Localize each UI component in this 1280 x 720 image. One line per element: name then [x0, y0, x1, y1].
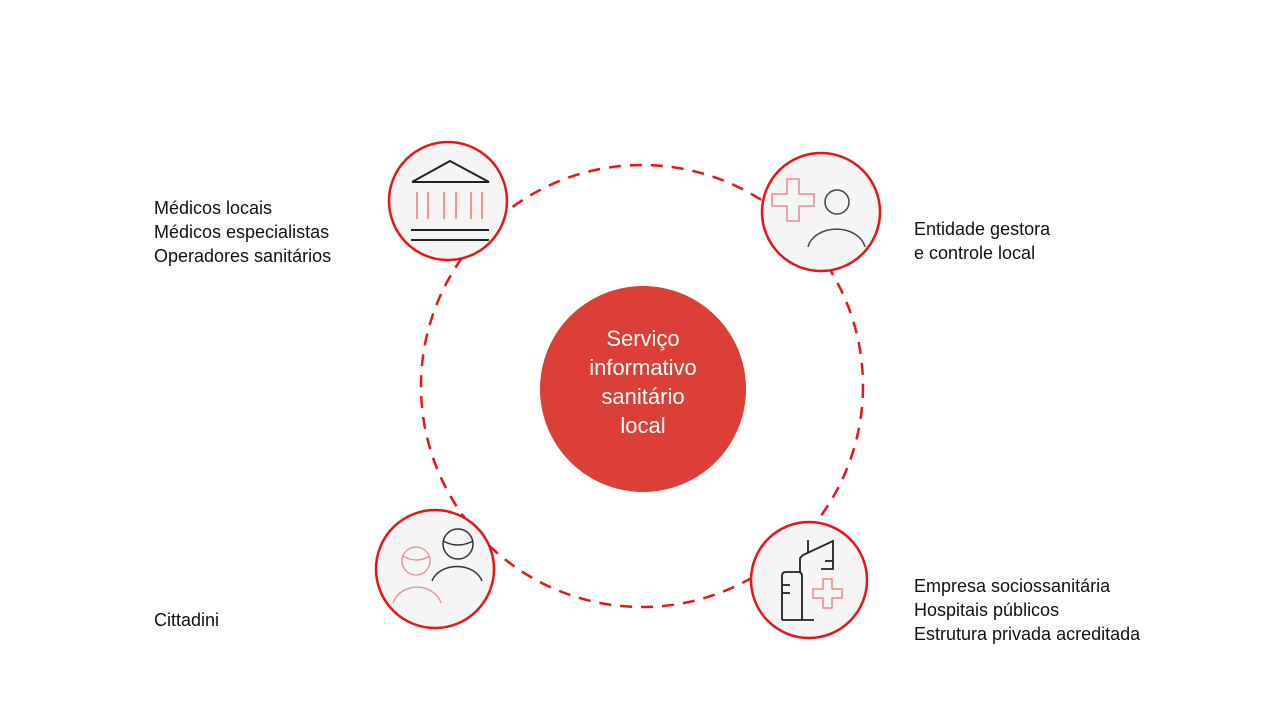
label-line: e controle local: [914, 243, 1036, 263]
label-citizens: Cittadini: [154, 608, 219, 632]
node-medical-person[interactable]: [760, 151, 882, 273]
citizens-icon: [392, 528, 483, 604]
node-citizens[interactable]: [374, 508, 496, 630]
center-title-line: Serviço: [606, 326, 680, 351]
center-title-line: sanitário: [601, 384, 685, 409]
hospital-building-icon: [781, 539, 843, 621]
medical-person-icon: [771, 178, 866, 248]
government-building-icon: [411, 159, 490, 241]
label-line: Hospitais públicos: [914, 600, 1060, 620]
label-managing-entity: Entidade gestora e controle local: [914, 217, 1050, 265]
label-line: Operadores sanitários: [154, 246, 332, 266]
label-line: Estrutura privada acreditada: [914, 624, 1141, 644]
center-circle: [540, 286, 746, 492]
label-doctors: Médicos locais Médicos especialistas Ope…: [154, 196, 331, 268]
center-title: Serviço informativo sanitário local: [543, 324, 743, 440]
center-title-line: local: [620, 413, 666, 438]
label-line: Médicos especialistas: [154, 222, 330, 242]
label-line: Empresa sociossanitária: [914, 576, 1111, 596]
dashed-cycle-ring: [419, 163, 865, 609]
node-hospital[interactable]: [749, 520, 869, 640]
label-line: Entidade gestora: [914, 219, 1051, 239]
label-line: Cittadini: [154, 610, 220, 630]
label-line: Médicos locais: [154, 198, 273, 218]
center-title-line: informativo: [589, 355, 697, 380]
label-health-facilities: Empresa sociossanitária Hospitais públic…: [914, 574, 1140, 646]
node-government-building[interactable]: [387, 140, 509, 262]
